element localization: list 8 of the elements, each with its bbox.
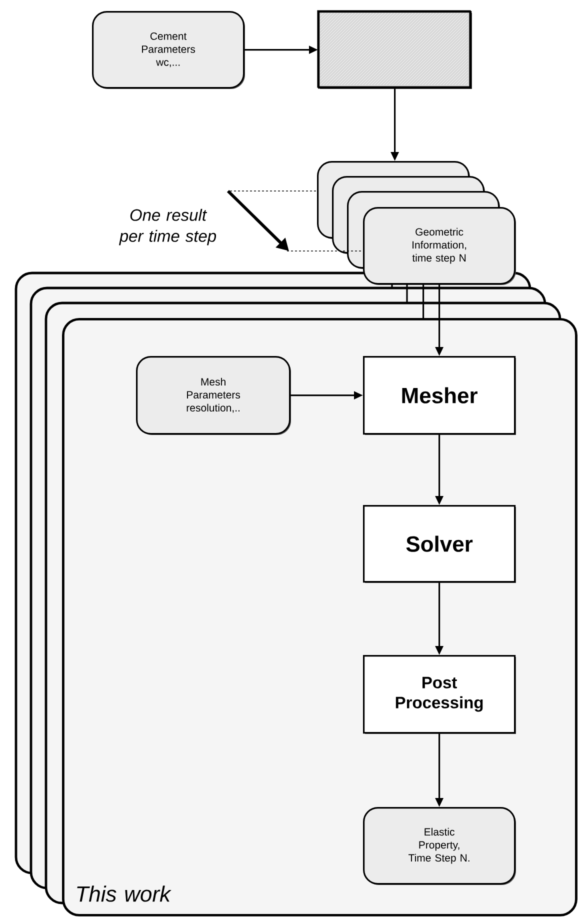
- process-box: Solver: [363, 505, 516, 583]
- process-box: Mesher: [363, 356, 516, 435]
- rounded-box: Cement Parameters wc,...: [92, 11, 245, 89]
- result-card: Geometric Information, time step N: [363, 207, 516, 285]
- rounded-box: Elastic Property, Time Step N.: [363, 807, 516, 885]
- note-text: One result per time step: [119, 208, 216, 246]
- rounded-box: Mesh Parameters resolution,..: [136, 356, 291, 435]
- process-box: Post Processing: [363, 655, 516, 734]
